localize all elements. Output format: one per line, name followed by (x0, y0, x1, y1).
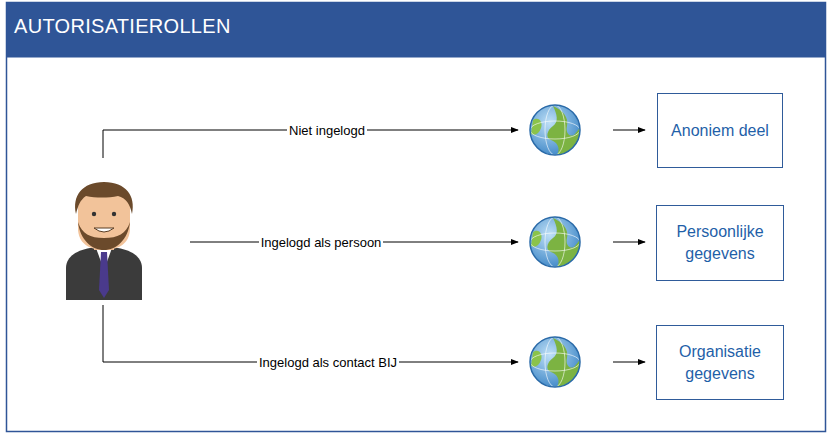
frame (7, 3, 826, 432)
header-bar (7, 3, 826, 58)
box-text: Anoniem deel (671, 120, 769, 142)
line-label: Ingelogd als persoon (259, 235, 384, 250)
line-label: Niet ingelogd (287, 123, 367, 138)
target-box: Anoniem deel (657, 93, 783, 168)
line-label: Ingelogd als contact BIJ (257, 355, 399, 370)
box-text: Persoonlijke gegevens (665, 221, 775, 264)
person-icon (66, 182, 142, 300)
box-text: Organisatie gegevens (665, 341, 775, 384)
target-box: Organisatie gegevens (656, 325, 784, 400)
role-lines (103, 130, 645, 362)
globe-icons (530, 105, 580, 387)
diagram-title: AUTORISATIEROLLEN (14, 15, 231, 38)
target-box: Persoonlijke gegevens (656, 205, 784, 281)
